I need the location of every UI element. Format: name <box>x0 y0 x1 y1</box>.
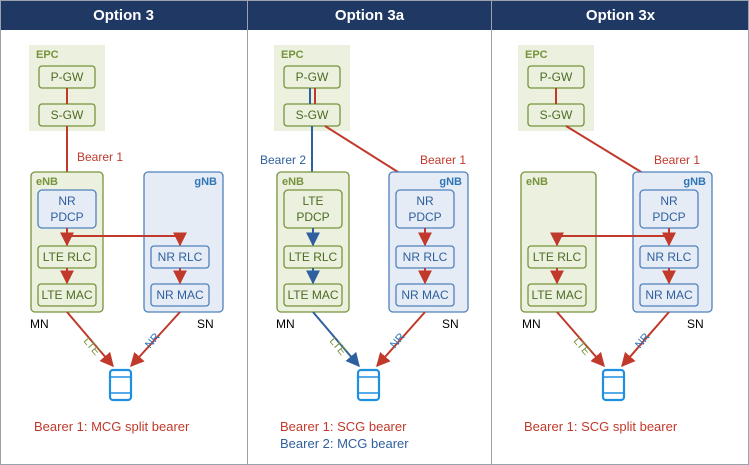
sn-label: SN <box>197 317 214 331</box>
nr-mac-label: NR MAC <box>401 288 449 302</box>
pgw-label: P-GW <box>296 70 329 84</box>
column-divider <box>247 0 248 465</box>
lte-rlc-label: LTE RLC <box>533 250 582 264</box>
option-3-diagram: EPC P-GW S-GW Bearer 1 eNB NR PDCP LTE R… <box>29 45 224 434</box>
lte-link <box>556 311 605 368</box>
footer-bearer-1: Bearer 1: SCG bearer <box>280 419 407 434</box>
bearer-1-label: Bearer 1 <box>420 153 466 167</box>
lte-rlc-label: LTE RLC <box>43 250 92 264</box>
lte-link-label: LTE <box>81 335 103 358</box>
pdcp-line-1: NR <box>660 194 678 208</box>
phone-icon <box>108 368 133 402</box>
lte-mac-label: LTE MAC <box>41 288 92 302</box>
pgw-label: P-GW <box>540 70 573 84</box>
header-title: Option 3x <box>585 6 656 24</box>
bearer-1-label: Bearer 1 <box>77 150 123 164</box>
nr-link <box>130 311 181 368</box>
header-title: Option 3 <box>93 6 154 24</box>
lte-mac-label: LTE MAC <box>531 288 582 302</box>
header-option-3: Option 3 <box>0 0 247 30</box>
epc-label: EPC <box>525 49 548 61</box>
pdcp-line-1: NR <box>58 194 76 208</box>
sn-label: SN <box>442 317 459 331</box>
gnb-label: gNB <box>683 176 706 188</box>
footer-bearer-1: Bearer 1: MCG split bearer <box>34 419 190 434</box>
nr-rlc-label: NR RLC <box>403 250 448 264</box>
phone-icon <box>601 368 626 402</box>
epc-label: EPC <box>281 49 304 61</box>
pdcp-line-2: PDCP <box>652 210 685 224</box>
pdcp-line-1: NR <box>416 194 434 208</box>
epc-label: EPC <box>36 49 59 61</box>
pdcp-line-2: PDCP <box>50 210 83 224</box>
pdcp-line-1: LTE <box>302 194 323 208</box>
sgw-label: S-GW <box>540 108 573 122</box>
split-arrow-lte <box>550 232 669 247</box>
lte-link-label: LTE <box>327 335 349 358</box>
header-title: Option 3a <box>334 6 405 24</box>
lte-link-label: LTE <box>571 335 593 358</box>
option-3a-diagram: EPC P-GW S-GW Bearer 2 Bearer 1 eNB LTE … <box>260 45 469 451</box>
pgw-label: P-GW <box>51 70 84 84</box>
bearer-1-label: Bearer 1 <box>654 153 700 167</box>
pdcp-line-2: PDCP <box>408 210 441 224</box>
nr-link <box>376 311 426 368</box>
footer-bearer-1: Bearer 1: SCG split bearer <box>524 419 678 434</box>
nr-link <box>621 311 670 368</box>
lte-link <box>66 311 114 368</box>
mn-label: MN <box>30 317 49 331</box>
enb-label: eNB <box>36 176 58 188</box>
sgw-label: S-GW <box>296 108 329 122</box>
column-divider <box>491 0 492 465</box>
header-option-3a: Option 3a <box>248 0 491 30</box>
sgw-label: S-GW <box>51 108 84 122</box>
sn-label: SN <box>687 317 704 331</box>
gnb-label: gNB <box>194 176 217 188</box>
gnb-label: gNB <box>439 176 462 188</box>
mn-label: MN <box>276 317 295 331</box>
lte-link <box>312 311 360 368</box>
option-3x-diagram: EPC P-GW S-GW Bearer 1 eNB LTE RLC LTE M… <box>518 45 713 434</box>
footer-bearer-2: Bearer 2: MCG bearer <box>280 436 409 451</box>
pgw-box <box>283 65 341 89</box>
header-option-3x: Option 3x <box>492 0 749 30</box>
phone-icon <box>356 368 381 402</box>
lte-mac-label: LTE MAC <box>287 288 338 302</box>
pdcp-line-2: PDCP <box>296 210 329 224</box>
mn-label: MN <box>522 317 541 331</box>
nr-mac-label: NR MAC <box>156 288 204 302</box>
nr-rlc-label: NR RLC <box>647 250 692 264</box>
nr-mac-label: NR MAC <box>645 288 693 302</box>
split-arrow-nr <box>67 232 187 247</box>
enb-label: eNB <box>282 176 304 188</box>
bearer-2-label: Bearer 2 <box>260 153 306 167</box>
enb-label: eNB <box>526 176 548 188</box>
nr-rlc-label: NR RLC <box>158 250 203 264</box>
lte-rlc-label: LTE RLC <box>289 250 338 264</box>
